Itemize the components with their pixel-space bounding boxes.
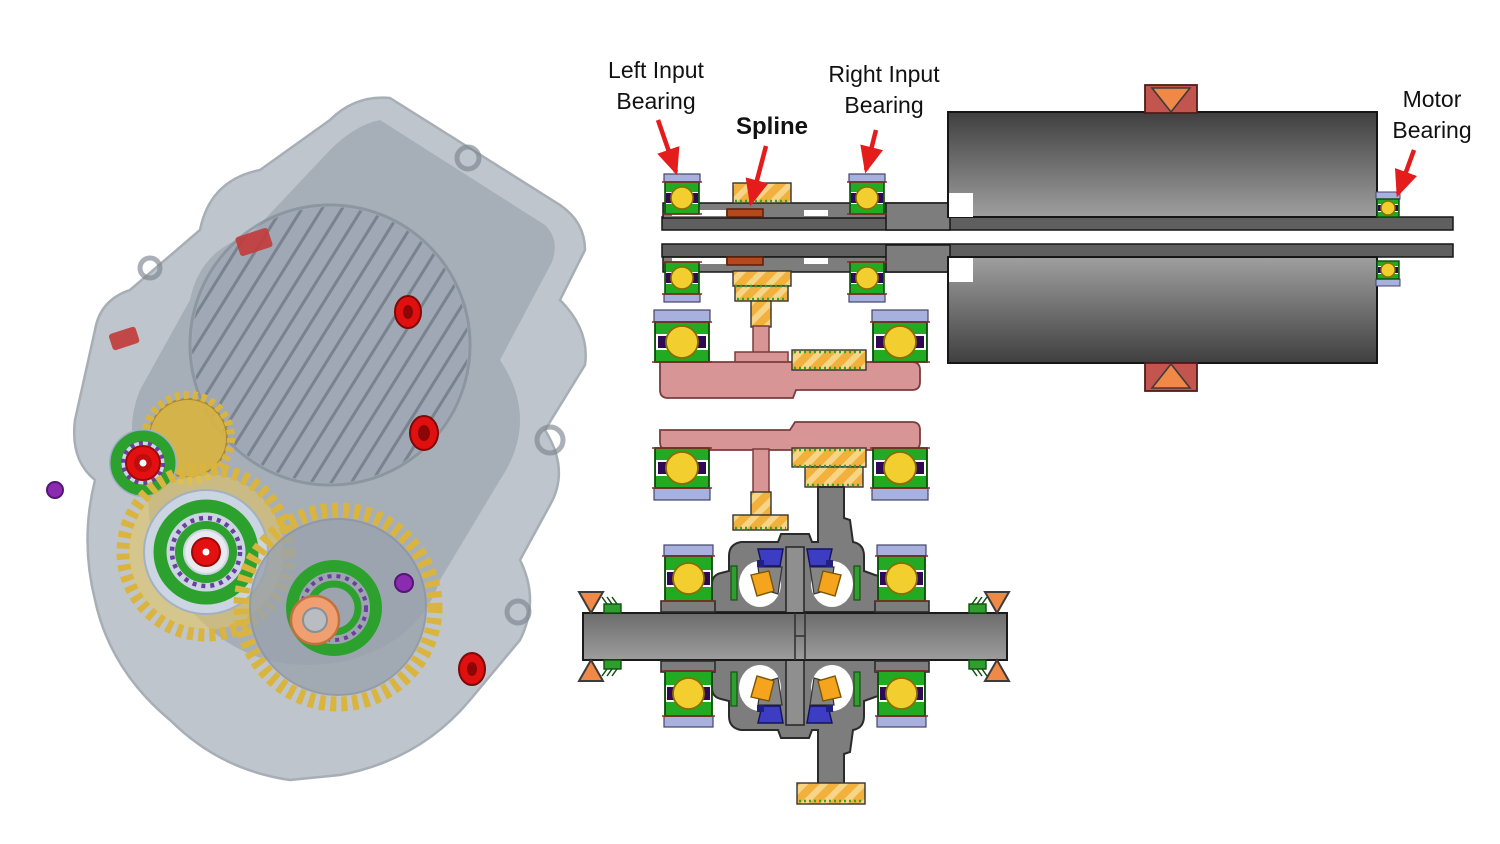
gearbox-3d-render — [46, 96, 587, 782]
spline-label: Spline — [736, 113, 808, 140]
motor-bearing-label-line2: Bearing — [1392, 117, 1471, 143]
diff-bearing-right-bottom — [874, 670, 929, 728]
axle-friction-pads — [601, 596, 988, 677]
input-pinion-gear-top — [732, 182, 792, 204]
input-shaft-top-half — [661, 84, 1454, 231]
bevel-gear-section — [750, 570, 775, 597]
motor-fins — [192, 207, 468, 483]
bore-gap — [804, 258, 828, 264]
diff-bearing-left-top — [661, 544, 716, 602]
housing-bolt-ears — [137, 144, 566, 626]
bevel-gear-section — [817, 675, 842, 702]
output-gear-cluster — [233, 502, 443, 712]
countershaft-bearing-left-bottom — [651, 447, 713, 501]
axle-supports — [577, 591, 1011, 682]
motor-bearing-arrow — [1395, 149, 1417, 198]
input-sleeve-hub-top — [885, 202, 951, 231]
diff-bearing-right-top — [874, 544, 929, 602]
motor-shaft-top — [661, 216, 1454, 231]
bevel-gear-section — [817, 570, 842, 597]
gear-hub-stem — [752, 325, 770, 355]
countershaft-bearing-right-top — [869, 309, 931, 363]
stator-mount-top — [1144, 84, 1198, 114]
output-axle — [582, 612, 1008, 661]
motor-bearing-symbol-bottom — [1375, 260, 1401, 287]
housing-plugs — [46, 228, 486, 686]
left-input-bearing-symbol-bottom — [661, 261, 703, 303]
ring-gear-bottom — [796, 782, 866, 805]
left-input-bearing-symbol — [661, 173, 703, 215]
left-input-bearing-arrow — [655, 119, 680, 176]
motor-rotor-bottom — [947, 256, 1378, 364]
left-input-bearing-label-line2: Bearing — [616, 88, 695, 114]
diff-housing-top — [711, 486, 885, 614]
gear-mesh-intermediate-to-diff — [791, 447, 867, 488]
right-input-bearing-arrow — [860, 129, 884, 174]
countershaft-bearing-left-top — [651, 309, 713, 363]
stator-mount-bottom — [1144, 362, 1198, 392]
motor-shaft-bottom — [661, 243, 1454, 258]
right-input-bearing-label-line2: Bearing — [844, 92, 923, 118]
intermediate-shaft-bottom-half — [651, 421, 931, 531]
right-input-bearing-symbol — [846, 173, 888, 215]
big-gear-bottom — [732, 491, 789, 531]
differential-assembly — [577, 486, 1011, 805]
input-sleeve-hub-bottom — [885, 244, 951, 273]
bore-gap — [804, 210, 828, 216]
bevel-gear-section — [750, 675, 775, 702]
rotor-bore-notch — [949, 258, 973, 282]
gear-hub-stem — [752, 448, 770, 494]
gear-mesh-input-to-intermediate — [732, 270, 792, 328]
motor-stator-outline — [188, 203, 472, 487]
bore-gap — [672, 258, 726, 264]
motor-rotor-top — [947, 111, 1378, 218]
rotor-bore-notch — [949, 193, 973, 217]
diff-bearing-left-bottom — [661, 670, 716, 728]
countershaft-bearing-right-bottom — [869, 447, 931, 501]
spline-section-bottom — [726, 256, 764, 266]
input-gear-cluster — [109, 391, 235, 497]
intermediate-shaft-top-half — [651, 309, 931, 399]
annotations: Left Input Bearing Spline Right Input Be… — [608, 57, 1472, 207]
motor-bearing-label-line1: Motor — [1403, 86, 1462, 112]
spline-section-top — [726, 208, 764, 218]
right-input-bearing-label-line1: Right Input — [828, 61, 940, 87]
diff-housing-bottom — [711, 658, 885, 786]
input-shaft-bottom-half — [661, 243, 1454, 392]
countershaft-pinion-top — [791, 349, 867, 371]
spline-arrow — [745, 145, 769, 207]
countershaft-body-top — [659, 361, 921, 399]
leader-arrows — [655, 119, 1417, 207]
motor-bearing-symbol-top — [1375, 191, 1401, 218]
diff-pinion-shaft-top — [785, 546, 805, 614]
diff-pinion-shaft-bottom — [785, 658, 805, 726]
right-input-bearing-symbol-bottom — [846, 261, 888, 303]
countershaft-body-bottom — [659, 421, 921, 451]
left-input-bearing-label-line1: Left Input — [608, 57, 705, 83]
